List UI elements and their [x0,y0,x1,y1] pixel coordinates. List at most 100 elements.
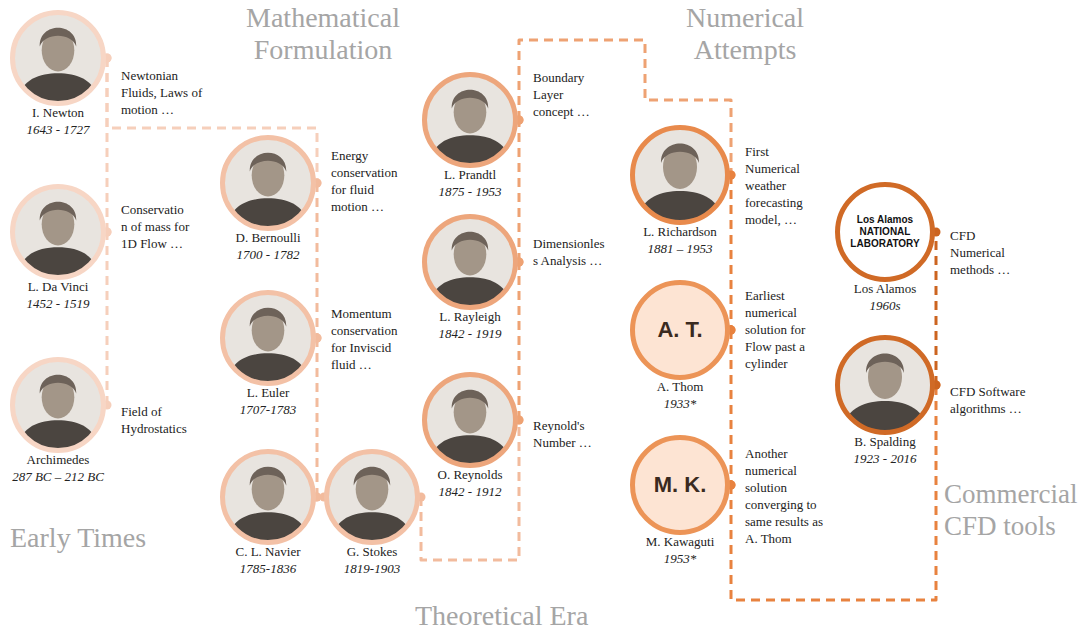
circle-content: M. K. [635,440,725,530]
portrait-circle: O. Reynolds1842 - 1912Reynold's Number … [422,372,518,468]
caption: L. Euler1707-1783 [240,384,296,418]
contribution-block: Energy conservation for fluid motion … [331,147,411,215]
portrait-circle: D. Bernoulli1700 - 1782Energy conservati… [220,135,316,231]
person-name: A. Thom [657,378,704,395]
timeline-connector [518,120,521,262]
portrait-circle: L. Richardson1881 – 1953First Numerical … [630,125,730,225]
contribution-note: Newtonian Fluids, Laws of motion … [121,67,207,118]
contribution-note: Dimensionles s Analysis … [533,235,607,269]
life-dates: 1842 - 1919 [439,325,502,342]
person-name: L. Rayleigh [439,308,502,325]
portrait [224,294,312,388]
life-dates: 1953* [646,550,715,567]
portrait [328,453,416,547]
portrait [224,139,312,233]
era-label: Commercial CFD tools [944,478,1080,542]
contribution-note: CFD Numerical methods … [950,227,1026,278]
caption: G. Stokes1819-1903 [344,543,400,577]
timeline-connector [730,175,733,330]
person-name: Los Alamos [854,280,916,297]
caption: Los Alamos1960s [854,280,916,314]
contribution-note: CFD Software algorithms … [950,383,1026,417]
life-dates: 1819-1903 [344,560,400,577]
contribution-block: Newtonian Fluids, Laws of motion … [121,67,207,118]
timeline-connector [316,338,319,497]
timeline-connector [731,385,936,600]
initials: M. K. [654,472,707,498]
person-name: O. Reynolds [438,466,503,483]
person-name: Archimedes [12,451,104,468]
contribution-block: Boundary Layer concept … [533,69,605,120]
era-label: Mathematical Formulation [232,2,414,66]
contribution-block: Reynold's Number … [533,417,613,451]
portrait-circle: C. L. Navier1785-1836 [220,449,316,545]
person-name: B. Spalding [854,433,917,450]
portrait-circle: L. Prandtl1875 - 1953Boundary Layer conc… [422,72,518,168]
caption: Archimedes287 BC – 212 BC [12,451,104,485]
caption: C. L. Navier1785-1836 [236,543,301,577]
person-name: D. Bernoulli [236,229,301,246]
logo-circle: Los Alamos NATIONAL LABORATORYLos Alamos… [835,182,935,282]
timeline-connector [106,232,109,405]
contribution-block: Dimensionles s Analysis … [533,235,607,269]
contribution-block: Earliest numerical solution for Flow pas… [745,287,827,372]
portrait [634,129,726,227]
timeline-connector [107,58,317,183]
life-dates: 287 BC – 212 BC [12,468,104,485]
life-dates: 1700 - 1782 [236,246,301,263]
portrait [14,361,102,455]
contribution-note: Momentum conservation for Inviscid fluid… [331,305,411,373]
life-dates: 1785-1836 [236,560,301,577]
caption: L. Da Vinci1452 - 1519 [27,278,90,312]
contribution-block: CFD Numerical methods … [950,227,1026,278]
timeline-connector [421,420,519,560]
caption: D. Bernoulli1700 - 1782 [236,229,301,263]
contribution-block: Conservatio n of mass for 1D Flow … [121,201,191,252]
contribution-note: Another numerical solution converging to… [745,445,825,547]
contribution-note: Conservatio n of mass for 1D Flow … [121,201,191,252]
contribution-note: Earliest numerical solution for Flow pas… [745,287,827,372]
contribution-note: First Numerical weather forecasting mode… [745,143,825,228]
life-dates: 1933* [657,395,704,412]
portrait [426,76,514,170]
caption: L. Prandtl1875 - 1953 [439,166,502,200]
initials-circle: A. T.A. Thom1933*Earliest numerical solu… [630,280,730,380]
portrait [426,376,514,470]
person-name: L. Da Vinci [27,278,90,295]
portrait-circle: L. Da Vinci1452 - 1519Conservatio n of m… [10,184,106,280]
contribution-note: Energy conservation for fluid motion … [331,147,411,215]
person-name: L. Richardson [643,223,717,240]
person-name: M. Kawaguti [646,533,715,550]
timeline-connector [518,262,521,420]
contribution-note: Field of Hydrostatics [121,403,213,437]
portrait [14,188,102,282]
caption: L. Rayleigh1842 - 1919 [439,308,502,342]
era-label: Theoretical Era [415,600,635,632]
life-dates: 1452 - 1519 [27,295,90,312]
timeline-connector [316,183,319,338]
life-dates: 1875 - 1953 [439,183,502,200]
contribution-block: Another numerical solution converging to… [745,445,825,547]
life-dates: 1707-1783 [240,401,296,418]
contribution-block: First Numerical weather forecasting mode… [745,143,825,228]
caption: I. Newton1643 - 1727 [27,104,90,138]
portrait-circle: B. Spalding1923 - 2016CFD Software algor… [835,335,935,435]
caption: L. Richardson1881 – 1953 [643,223,717,257]
life-dates: 1923 - 2016 [854,450,917,467]
person-name: L. Prandtl [439,166,502,183]
portrait-circle: L. Rayleigh1842 - 1919Dimensionles s Ana… [422,214,518,310]
timeline-connector [935,232,938,385]
initials: A. T. [657,317,702,343]
life-dates: 1881 – 1953 [643,240,717,257]
portrait-circle: G. Stokes1819-1903 [324,449,420,545]
life-dates: 1960s [854,297,916,314]
contribution-note: Boundary Layer concept … [533,69,605,120]
contribution-block: Field of Hydrostatics [121,403,213,437]
person-name: L. Euler [240,384,296,401]
portrait-circle: Archimedes287 BC – 212 BCField of Hydros… [10,357,106,453]
logo-text: Los Alamos NATIONAL LABORATORY [846,214,924,250]
portrait [14,14,102,108]
era-label: Numerical Attempts [660,2,830,66]
timeline-connector [730,330,733,485]
